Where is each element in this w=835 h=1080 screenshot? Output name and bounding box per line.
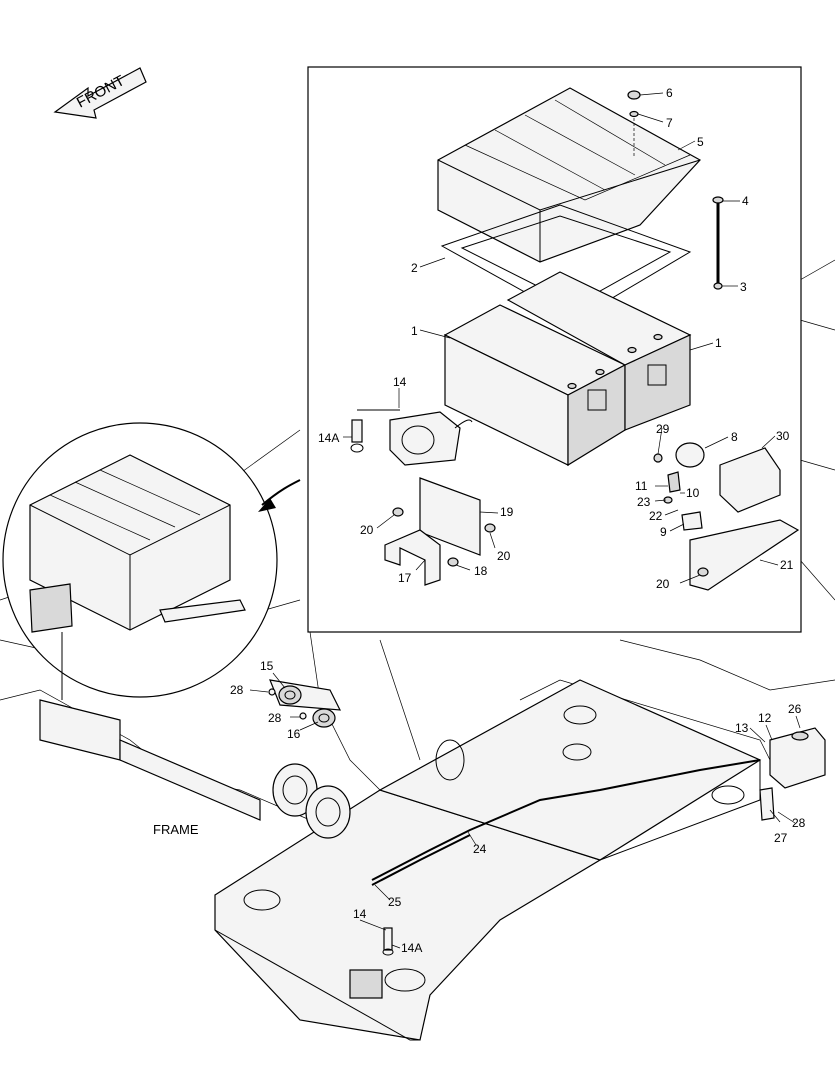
callout-20-bottom: 20 bbox=[656, 577, 670, 591]
callout-6: 6 bbox=[666, 86, 673, 100]
callout-16: 16 bbox=[287, 727, 301, 741]
callout-25: 25 bbox=[388, 895, 402, 909]
callout-20-left: 20 bbox=[360, 523, 374, 537]
callout-26: 26 bbox=[788, 702, 802, 716]
frame-label: FRAME bbox=[153, 822, 199, 837]
callout-7: 7 bbox=[666, 116, 673, 130]
callout-28-a: 28 bbox=[230, 683, 244, 697]
callout-27: 27 bbox=[774, 831, 788, 845]
wire-harness-24 bbox=[371, 759, 761, 881]
callout-21: 21 bbox=[780, 558, 794, 572]
detail-circle bbox=[2, 422, 301, 700]
callout-14-bottom: 14 bbox=[353, 907, 367, 921]
horn-assembly bbox=[268, 685, 336, 728]
callout-1-left: 1 bbox=[411, 324, 418, 338]
callout-28-c: 28 bbox=[792, 816, 806, 830]
washer-tank bbox=[759, 727, 826, 821]
callouts: 6 7 5 4 3 2 1 1 14 14A 29 8 30 11 10 23 … bbox=[153, 86, 806, 955]
callout-29: 29 bbox=[656, 422, 670, 436]
callout-14-top: 14 bbox=[393, 375, 407, 389]
callout-14A-top: 14A bbox=[318, 431, 339, 445]
callout-13: 13 bbox=[735, 721, 749, 735]
callout-18: 18 bbox=[474, 564, 488, 578]
callout-15: 15 bbox=[260, 659, 274, 673]
leader-lines bbox=[249, 92, 801, 949]
callout-2: 2 bbox=[411, 261, 418, 275]
callout-3: 3 bbox=[740, 280, 747, 294]
callout-30: 30 bbox=[776, 429, 790, 443]
callout-23: 23 bbox=[637, 495, 651, 509]
callout-24: 24 bbox=[473, 842, 487, 856]
callout-11: 11 bbox=[635, 479, 648, 493]
callout-12: 12 bbox=[758, 711, 772, 725]
callout-9: 9 bbox=[660, 525, 667, 539]
callout-1-right: 1 bbox=[715, 336, 722, 350]
callout-5: 5 bbox=[697, 135, 704, 149]
front-arrow: FRONT bbox=[53, 67, 147, 119]
callout-20-right: 20 bbox=[497, 549, 511, 563]
frame-lamp bbox=[349, 927, 394, 999]
callout-4: 4 bbox=[742, 194, 749, 208]
callout-28-b: 28 bbox=[268, 711, 282, 725]
inset-panel bbox=[307, 66, 802, 633]
callout-8: 8 bbox=[731, 430, 738, 444]
callout-22: 22 bbox=[649, 509, 663, 523]
callout-14A-bottom: 14A bbox=[401, 941, 422, 955]
callout-10: 10 bbox=[686, 486, 700, 500]
callout-19: 19 bbox=[500, 505, 514, 519]
callout-17: 17 bbox=[398, 571, 412, 585]
